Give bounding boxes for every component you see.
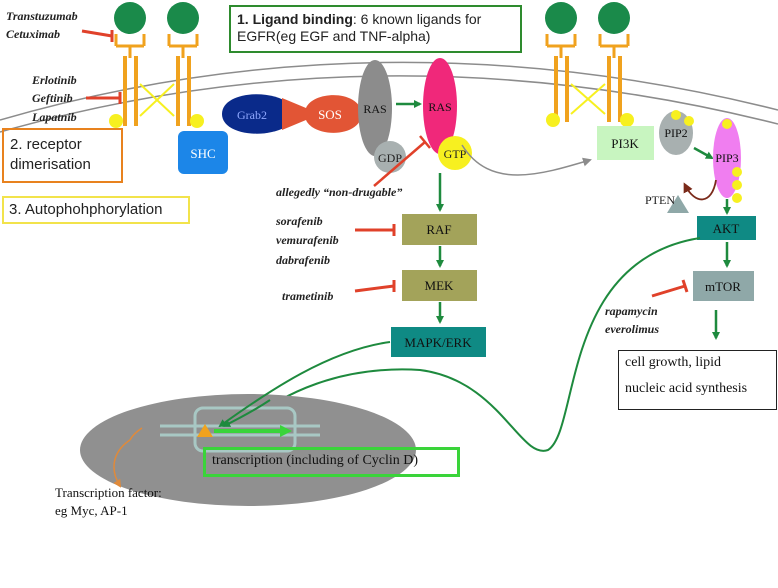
egfr-receptor-dimer-right: [545, 2, 634, 127]
mek-node: [402, 270, 477, 301]
kinase-drug-2: Geftinib: [32, 91, 73, 105]
ras-note: allegedly “non-drugable”: [276, 185, 402, 199]
pten-label: PTEN: [645, 193, 675, 207]
ligand-binding-heading: 1. Ligand binding: [237, 11, 353, 27]
transcription-factor-line2: eg Myc, AP-1: [55, 503, 128, 518]
akt-node: [697, 216, 756, 240]
mtor-label: mTOR: [705, 279, 741, 294]
transcription-factor-marker: [197, 424, 213, 437]
sos-label: SOS: [318, 107, 342, 122]
pip2-label: PIP2: [664, 126, 687, 140]
cell-growth-box: cell growth, lipid nucleic acid synthesis: [618, 350, 777, 410]
pi3k-node: [597, 126, 654, 160]
raf-drug-1: sorafenib: [275, 214, 323, 228]
dimerisation-box: 2. receptor dimerisation: [2, 128, 123, 183]
akt-to-nucleus-arrow: [251, 237, 701, 452]
gtp-node: [438, 136, 472, 170]
ligand-binding-text-2: EGFR(eg EGF and TNF-alpha): [237, 28, 431, 44]
autophosphorylation-box: 3. Autophohphorylation: [2, 196, 190, 224]
inhibitor-arrow: [354, 284, 395, 293]
akt-label: AKT: [713, 221, 740, 236]
transcription-factor-arrow: [113, 439, 131, 488]
ligand-binding-text: : 6 known ligands for: [352, 11, 482, 27]
ras-gtp-label: RAS: [428, 100, 451, 114]
transcription-factor-line1: Transcription factor:: [55, 485, 162, 500]
cell-growth-line1: cell growth, lipid: [625, 355, 722, 370]
sos-node: [282, 95, 362, 133]
pip3-label: PIP3: [715, 151, 738, 165]
receptor-drug-2: Cetuximab: [6, 27, 60, 41]
transcription-box: transcription (including of Cyclin D): [203, 447, 460, 477]
ras-gtp-node: [423, 58, 457, 154]
kinase-drug-3: Lapatnib: [31, 110, 77, 124]
mtor-drug-2: everolimus: [605, 322, 659, 336]
mapk-erk-node: [391, 327, 486, 357]
kinase-drug-1: Erlotinib: [31, 73, 77, 87]
phosphate-icon: [109, 114, 123, 128]
inhibitor-arrow: [81, 29, 113, 38]
raf-drug-2: vemurafenib: [276, 233, 339, 247]
pip3-node: [713, 118, 741, 198]
mapk-erk-label: MAPK/ERK: [404, 335, 472, 350]
gtp-label: GTP: [444, 147, 467, 161]
mtor-node: [693, 271, 754, 301]
phosphate-icon: [190, 114, 204, 128]
egfr-receptor-dimer: [109, 2, 204, 128]
inhibitor-arrow: [373, 141, 426, 187]
grab2-node: [222, 94, 300, 134]
pten-node: [667, 195, 689, 213]
raf-drug-3: dabrafenib: [276, 253, 330, 267]
mek-drug: trametinib: [282, 289, 333, 303]
pi3k-label: PI3K: [611, 136, 639, 151]
transcription-text: transcription (including of Cyclin D): [212, 453, 419, 468]
pten-arrow: [683, 179, 717, 201]
cell-growth-line2: nucleic acid synthesis: [625, 381, 748, 396]
ras-to-pi3k-arrow: [461, 144, 592, 176]
grab2-label: Grab2: [237, 108, 267, 122]
ras-gdp-label: RAS: [363, 102, 386, 116]
shc-label: SHC: [190, 146, 215, 161]
gdp-label: GDP: [378, 151, 402, 165]
inhibitor-arrow: [651, 284, 686, 298]
raf-label: RAF: [426, 222, 451, 237]
autophosphorylation-text: 3. Autophohphorylation: [9, 201, 163, 218]
cell-membrane-outer: [0, 61, 778, 121]
ligand-left: [114, 2, 146, 34]
mek-label: MEK: [425, 278, 455, 293]
dimerisation-line1: 2. receptor: [10, 136, 82, 153]
receptor-drug-1: Transtuzumab: [6, 9, 78, 23]
mapk-to-nucleus-arrow: [218, 341, 391, 428]
ras-gdp-node: [358, 60, 392, 156]
dimerisation-line2: dimerisation: [10, 156, 91, 173]
shc-node: [178, 131, 228, 174]
ligand-right: [167, 2, 199, 34]
mtor-drug-1: rapamycin: [605, 304, 658, 318]
raf-node: [402, 214, 477, 245]
